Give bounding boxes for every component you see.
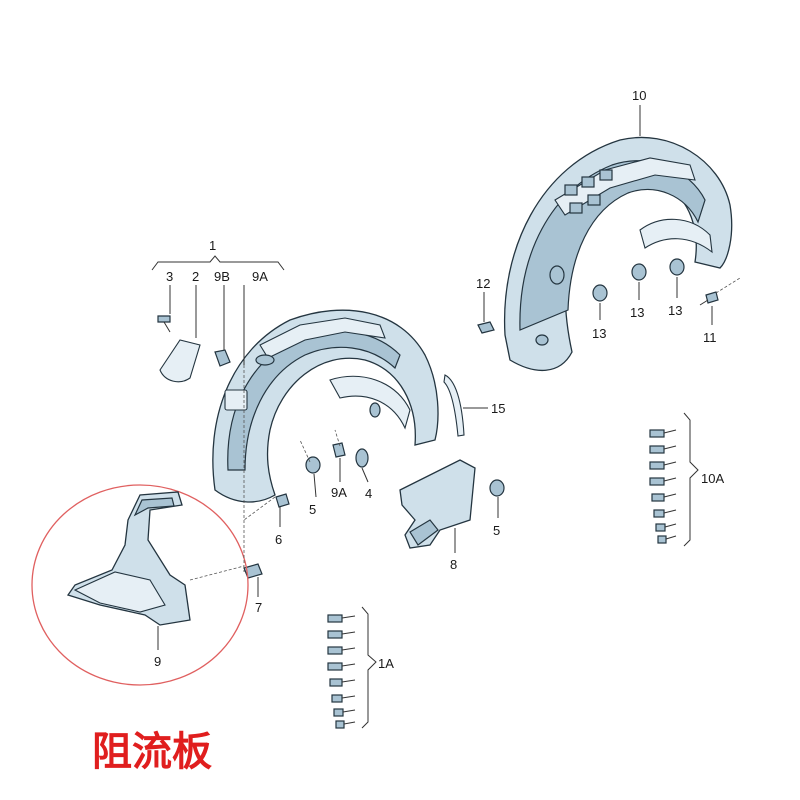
rear-wheel-liner (503, 136, 733, 372)
label-12: 12 (476, 276, 490, 291)
label-4: 4 (365, 486, 372, 501)
label-9a-top: 9A (252, 269, 268, 284)
label-6: 6 (275, 532, 282, 547)
label-5-right: 5 (493, 523, 500, 538)
label-9: 9 (154, 654, 161, 669)
spoiler-9 (31, 484, 249, 686)
label-5-left: 5 (309, 502, 316, 517)
label-11: 11 (703, 330, 717, 345)
label-9a-mid: 9A (331, 485, 347, 500)
label-2: 2 (192, 269, 199, 284)
front-wheel-liner (212, 309, 439, 503)
callout-labels: 1 3 2 9B 9A 10 12 13 13 13 11 15 9A 4 5 … (154, 88, 724, 671)
label-10a: 10A (701, 471, 724, 486)
label-13-b: 13 (630, 305, 644, 320)
highlight-circle (31, 484, 249, 686)
bolt-set-1a (327, 606, 377, 729)
label-15: 15 (491, 401, 505, 416)
label-1: 1 (209, 238, 216, 253)
label-8: 8 (450, 557, 457, 572)
label-10: 10 (632, 88, 646, 103)
leader-lines (151, 105, 741, 650)
label-13-a: 13 (592, 326, 606, 341)
deflector-8 (399, 459, 476, 549)
caption-spoiler: 阻流板 (92, 729, 212, 775)
label-9b: 9B (214, 269, 230, 284)
label-3: 3 (166, 269, 173, 284)
label-13-c: 13 (668, 303, 682, 318)
label-1a: 1A (378, 656, 394, 671)
fastener-parts (157, 258, 719, 579)
label-7: 7 (255, 600, 262, 615)
bolt-set-10a (649, 412, 699, 547)
